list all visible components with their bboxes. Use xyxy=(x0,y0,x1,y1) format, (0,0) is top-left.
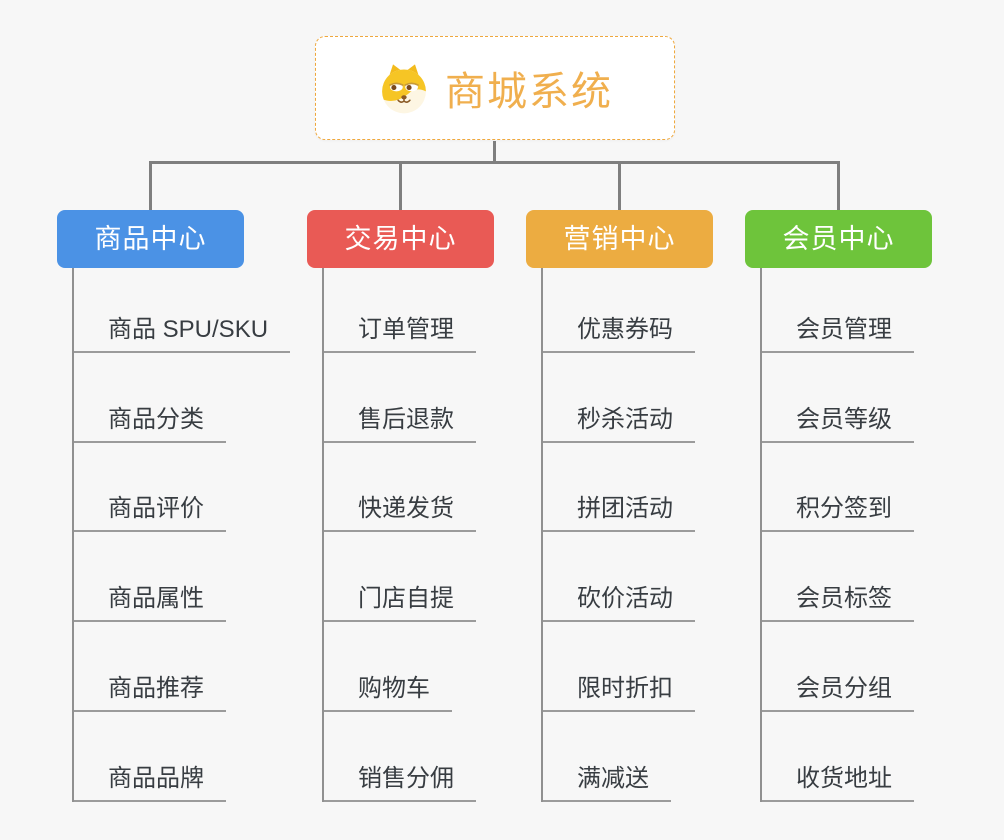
leaf-item[interactable]: 满减送 xyxy=(543,764,671,802)
leaf-item[interactable]: 会员标签 xyxy=(762,584,914,622)
leaf-item[interactable]: 门店自提 xyxy=(324,584,476,622)
leaf-item[interactable]: 商品评价 xyxy=(74,494,226,532)
leaf-item[interactable]: 购物车 xyxy=(324,674,452,712)
connector-horizontal-line xyxy=(149,161,840,164)
branch-header-product[interactable]: 商品中心 xyxy=(57,210,244,268)
leaf-item[interactable]: 商品分类 xyxy=(74,405,226,443)
branch-column-trade: 订单管理 售后退款 快递发货 门店自提 购物车 销售分佣 xyxy=(322,268,574,802)
leaf-item[interactable]: 订单管理 xyxy=(324,315,476,353)
leaf-item[interactable]: 会员分组 xyxy=(762,674,914,712)
leaf-item[interactable]: 会员管理 xyxy=(762,315,914,353)
branch-column-marketing: 优惠券码 秒杀活动 拼团活动 砍价活动 限时折扣 满减送 xyxy=(541,268,793,802)
leaf-item[interactable]: 砍价活动 xyxy=(543,584,695,622)
branch-header-marketing[interactable]: 营销中心 xyxy=(526,210,713,268)
connector-drop-trade xyxy=(399,161,402,210)
leaf-item[interactable]: 快递发货 xyxy=(324,494,476,532)
leaf-item[interactable]: 优惠券码 xyxy=(543,315,695,353)
leaf-item[interactable]: 商品 SPU/SKU xyxy=(74,315,291,353)
leaf-item[interactable]: 商品属性 xyxy=(74,584,226,622)
leaf-item[interactable]: 收货地址 xyxy=(762,764,914,802)
root-title: 商城系统 xyxy=(445,70,613,114)
root-node[interactable]: 商城系统 xyxy=(315,36,675,140)
leaf-item[interactable]: 销售分佣 xyxy=(324,764,476,802)
leaf-item[interactable]: 商品推荐 xyxy=(74,674,226,712)
connector-drop-product xyxy=(149,161,152,210)
leaf-item[interactable]: 限时折扣 xyxy=(543,674,695,712)
branch-column-product: 商品 SPU/SKU 商品分类 商品评价 商品属性 商品推荐 商品品牌 xyxy=(72,268,324,802)
branch-header-member[interactable]: 会员中心 xyxy=(745,210,932,268)
doge-icon xyxy=(382,64,426,114)
branch-header-trade[interactable]: 交易中心 xyxy=(307,210,494,268)
connector-drop-member xyxy=(837,161,840,210)
connector-root-stub xyxy=(493,141,496,162)
leaf-item[interactable]: 会员等级 xyxy=(762,405,914,443)
leaf-item[interactable]: 售后退款 xyxy=(324,405,476,443)
leaf-item[interactable]: 秒杀活动 xyxy=(543,405,695,443)
branch-column-member: 会员管理 会员等级 积分签到 会员标签 会员分组 收货地址 xyxy=(760,268,1004,802)
connector-drop-marketing xyxy=(618,161,621,210)
leaf-item[interactable]: 积分签到 xyxy=(762,494,914,532)
leaf-item[interactable]: 商品品牌 xyxy=(74,764,226,802)
leaf-item[interactable]: 拼团活动 xyxy=(543,494,695,532)
